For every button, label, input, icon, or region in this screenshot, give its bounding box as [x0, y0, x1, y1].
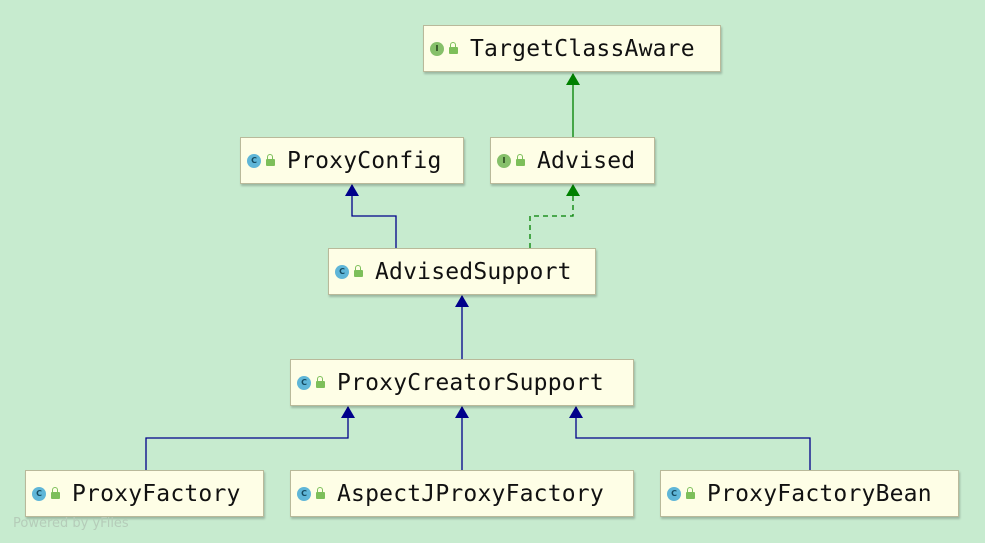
node-label: AdvisedSupport	[375, 258, 572, 285]
node-proxyfactory[interactable]: C ProxyFactory	[25, 470, 264, 517]
public-visibility-icon	[516, 154, 525, 166]
public-visibility-icon	[354, 265, 363, 277]
public-visibility-icon	[316, 487, 325, 499]
node-label: TargetClassAware	[470, 35, 695, 62]
public-visibility-icon	[51, 487, 60, 499]
node-label: Advised	[537, 147, 636, 174]
edge-advisedsupport-proxyconfig	[345, 184, 397, 248]
public-visibility-icon	[449, 42, 458, 54]
node-proxycreatorsupport[interactable]: C ProxyCreatorSupport	[290, 359, 634, 406]
watermark: Powered by yFiles	[13, 516, 129, 531]
node-advisedsupport[interactable]: C AdvisedSupport	[328, 248, 596, 295]
interface-icon: I	[497, 153, 511, 168]
public-visibility-icon	[686, 487, 695, 499]
public-visibility-icon	[266, 154, 275, 166]
class-icon: C	[335, 264, 349, 279]
node-advised[interactable]: I Advised	[490, 137, 655, 184]
edge-advisedsupport-advised	[529, 184, 580, 248]
node-proxyconfig[interactable]: C ProxyConfig	[240, 137, 464, 184]
class-icon: C	[297, 375, 311, 390]
edge-proxyfactory-proxycreatorsupport	[145, 406, 355, 470]
node-proxyfactorybean[interactable]: C ProxyFactoryBean	[660, 470, 959, 517]
class-icon: C	[247, 153, 261, 168]
class-icon: C	[667, 486, 681, 501]
node-label: ProxyCreatorSupport	[337, 369, 604, 396]
node-label: ProxyConfig	[287, 147, 442, 174]
node-aspectjproxyfactory[interactable]: C AspectJProxyFactory	[290, 470, 634, 517]
interface-icon: I	[430, 41, 444, 56]
node-label: AspectJProxyFactory	[337, 480, 604, 507]
node-label: ProxyFactory	[72, 480, 241, 507]
node-label: ProxyFactoryBean	[707, 480, 932, 507]
edge-proxyfactorybean-proxycreatorsupport	[569, 406, 811, 470]
node-targetclassaware[interactable]: I TargetClassAware	[423, 25, 721, 72]
public-visibility-icon	[316, 376, 325, 388]
class-icon: C	[32, 486, 46, 501]
class-icon: C	[297, 486, 311, 501]
